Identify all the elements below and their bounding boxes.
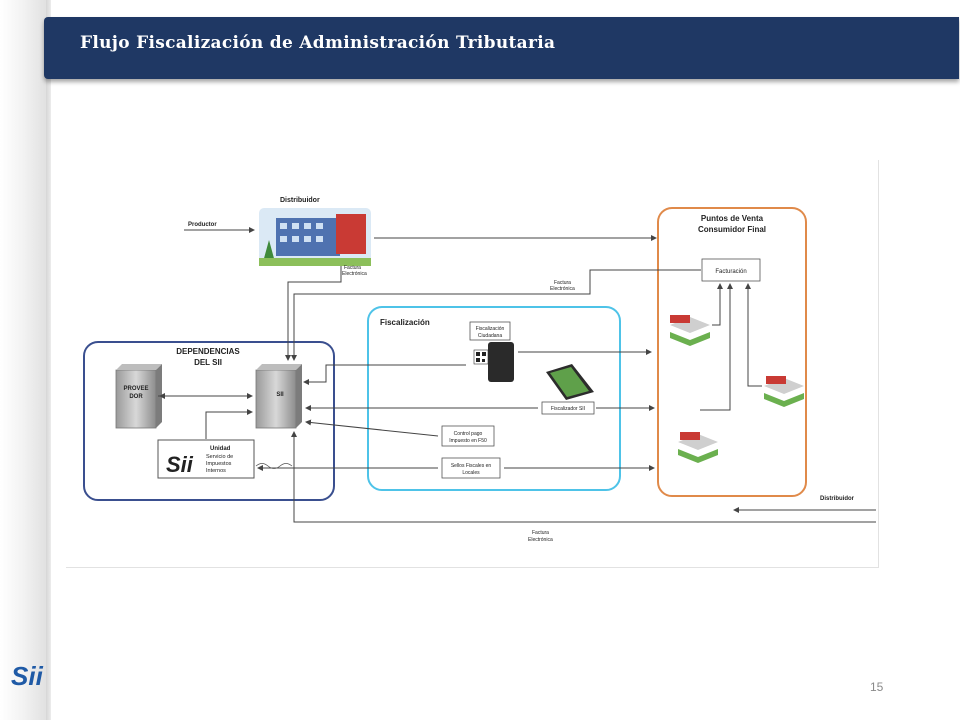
seals-line1: Sellos Fiscales en [451, 463, 492, 469]
unit-line2: Servicio de [206, 454, 233, 460]
distributor-to-sii-arrow [285, 266, 342, 361]
distributor-invoice-line1: Factura [344, 265, 361, 271]
unit-to-sii-arrow [205, 409, 253, 439]
control-line2: Impuesto en F50 [449, 438, 487, 444]
sii-unit-logo: Sii [166, 452, 194, 477]
sii-logo-text: Sii [11, 661, 44, 690]
citizen-fiscal-line2: Ciudadana [478, 333, 502, 339]
sii-logo: Sii [10, 660, 44, 695]
left-decorative-strip [0, 0, 50, 720]
phone-qr-icon [473, 342, 514, 382]
flow-diagram: DEPENDENCIAS DEL SII Fiscalización Punto… [66, 160, 879, 568]
fiscalization-group [367, 306, 621, 491]
provider-server-icon [115, 364, 162, 429]
title-bar: Flujo Fiscalización de Administración Tr… [44, 17, 959, 79]
distributor-invoice-line2: Electrónica [342, 271, 367, 277]
unit-line3: Impuestos [206, 461, 232, 467]
unit-line4: Internos [206, 468, 226, 474]
points-of-sale-group [657, 207, 807, 497]
citizen-to-sii-arrow [303, 364, 466, 385]
store3-to-billing-arrow [700, 283, 733, 411]
unit-line1: Unidad [210, 446, 231, 452]
invoice-mid-line2: Electrónica [550, 286, 575, 292]
provider-server-label-line1: PROVEE [123, 386, 148, 392]
sii-group-title-line1: DEPENDENCIAS [176, 347, 240, 356]
slide-title: Flujo Fiscalización de Administración Tr… [80, 33, 556, 53]
control-box [441, 425, 495, 447]
sii-server-label: SII [276, 392, 284, 398]
sii-group-title-line2: DEL SII [194, 358, 222, 367]
unit-wave-connector [255, 463, 293, 469]
page-number: 15 [870, 680, 884, 694]
fiscal-group-title: Fiscalización [380, 318, 430, 327]
distributor-invoice-to-sii-arrow [291, 431, 876, 523]
provider-server-label-line2: DOR [129, 394, 143, 400]
billing-label: Facturación [715, 269, 746, 275]
store-icon-3 [678, 432, 718, 463]
store2-to-billing-arrow [745, 283, 762, 387]
invoice-mid-line1: Factura [554, 280, 571, 286]
citizen-fiscal-line1: Fiscalización [476, 326, 505, 332]
store-icon-2 [764, 376, 804, 407]
distributor-building-icon [259, 208, 371, 266]
invoice-bottom-line1: Factura [532, 530, 549, 536]
control-line1: Control pago [454, 431, 483, 437]
store-icon-1 [670, 315, 710, 346]
fiscal-sii-label: Fiscalizador SII [551, 406, 585, 412]
tablet-icon [546, 364, 594, 400]
distributor-top-label: Distribuidor [280, 197, 320, 204]
sii-unit-box [157, 439, 255, 479]
citizen-fiscal-box [469, 321, 511, 341]
billing-to-sii-arrow [291, 269, 701, 361]
billing-box [701, 258, 761, 282]
distributor-bottom-label: Distribuidor [820, 496, 855, 502]
seals-box [441, 457, 501, 479]
control-to-sii-arrow [305, 419, 439, 437]
flow-diagram-svg: DEPENDENCIAS DEL SII Fiscalización Punto… [83, 197, 876, 543]
sii-dependencies-group [83, 341, 335, 501]
left-strip-edge [46, 0, 51, 720]
producer-label: Productor [188, 222, 217, 228]
fiscal-sii-box [541, 401, 595, 415]
pos-title-line1: Puntos de Venta [701, 214, 764, 223]
seals-line2: Locales [462, 470, 480, 476]
sii-server-icon [255, 364, 302, 429]
pos-title-line2: Consumidor Final [698, 225, 766, 234]
store1-to-billing-arrow [712, 283, 723, 326]
invoice-bottom-line2: Electrónica [528, 537, 553, 543]
